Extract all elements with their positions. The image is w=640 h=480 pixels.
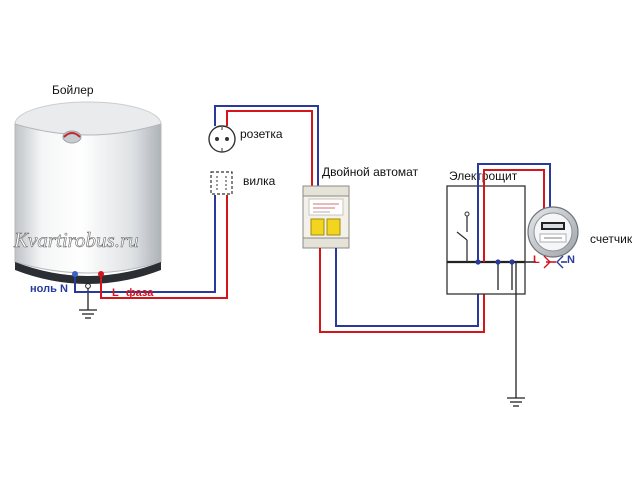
phase-terminal-icon — [98, 271, 104, 277]
phase-label: фаза — [126, 287, 154, 299]
double-breaker: Двойной автомат — [302, 165, 419, 249]
socket: розетка — [208, 125, 283, 153]
meter-phase-letter: L — [533, 254, 540, 266]
watermark: Kvartirobus.ru — [13, 228, 139, 252]
boiler-label: Бойлер — [52, 83, 94, 97]
neutral-letter: N — [60, 283, 68, 295]
breaker-toggle-right — [326, 218, 341, 236]
plug: вилка — [210, 171, 276, 195]
breaker-toggle-left — [310, 218, 325, 236]
ground-symbol-main — [507, 262, 525, 407]
plug-label: вилка — [243, 174, 276, 188]
meter-label: счетчик — [590, 232, 633, 246]
meter: счетчик — [527, 206, 633, 258]
breaker-label: Двойной автомат — [322, 165, 419, 179]
meter-neutral-letter: N — [567, 254, 575, 266]
meter-phase-arrow-icon — [543, 255, 551, 269]
neutral-label: ноль — [30, 283, 57, 295]
ground-symbol-boiler — [79, 286, 97, 319]
socket-to-breaker-wires — [214, 105, 319, 186]
phase-letter: L — [112, 287, 119, 299]
boiler-to-plug-wires — [74, 195, 228, 299]
panel-to-meter-wires — [477, 163, 551, 290]
neutral-terminal-icon — [72, 271, 78, 277]
boiler: Бойлер — [14, 83, 162, 284]
ground-node — [85, 283, 91, 289]
panel-nodes — [475, 259, 515, 265]
meter-neutral-arrow-icon — [556, 255, 564, 269]
socket-label: розетка — [240, 127, 283, 141]
electrical-panel: Электрощит — [446, 169, 526, 295]
